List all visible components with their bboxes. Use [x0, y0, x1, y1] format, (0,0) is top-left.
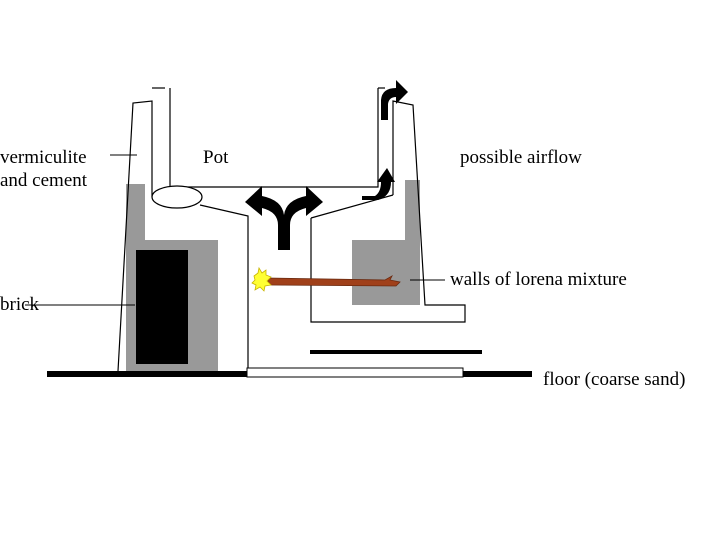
label-and-cement: and cement [0, 170, 88, 191]
label-pot: Pot [203, 147, 229, 168]
pot-support [151, 185, 203, 209]
leader-lines [25, 154, 445, 306]
label-floor: floor (coarse sand) [543, 369, 686, 390]
airflow-arrows [245, 80, 408, 250]
label-possible-airflow: possible airflow [460, 147, 582, 168]
flame-icon [251, 266, 272, 292]
split-arrow-icon [245, 186, 323, 250]
top-arrow-icon [381, 80, 408, 120]
chamber-left [199, 204, 249, 371]
label-lorena-walls: walls of lorena mixture [450, 269, 627, 290]
pot-outline [169, 88, 379, 188]
air-inlet [246, 367, 464, 378]
label-brick: brick [0, 294, 40, 315]
fuel-stick [251, 266, 401, 292]
stove-outline [117, 87, 466, 372]
label-vermiculite: vermiculite [0, 147, 87, 168]
brick [136, 250, 188, 364]
side-arrow-icon [362, 168, 395, 200]
left-outer-wall [117, 100, 153, 372]
right-lorena-wall [352, 180, 420, 305]
